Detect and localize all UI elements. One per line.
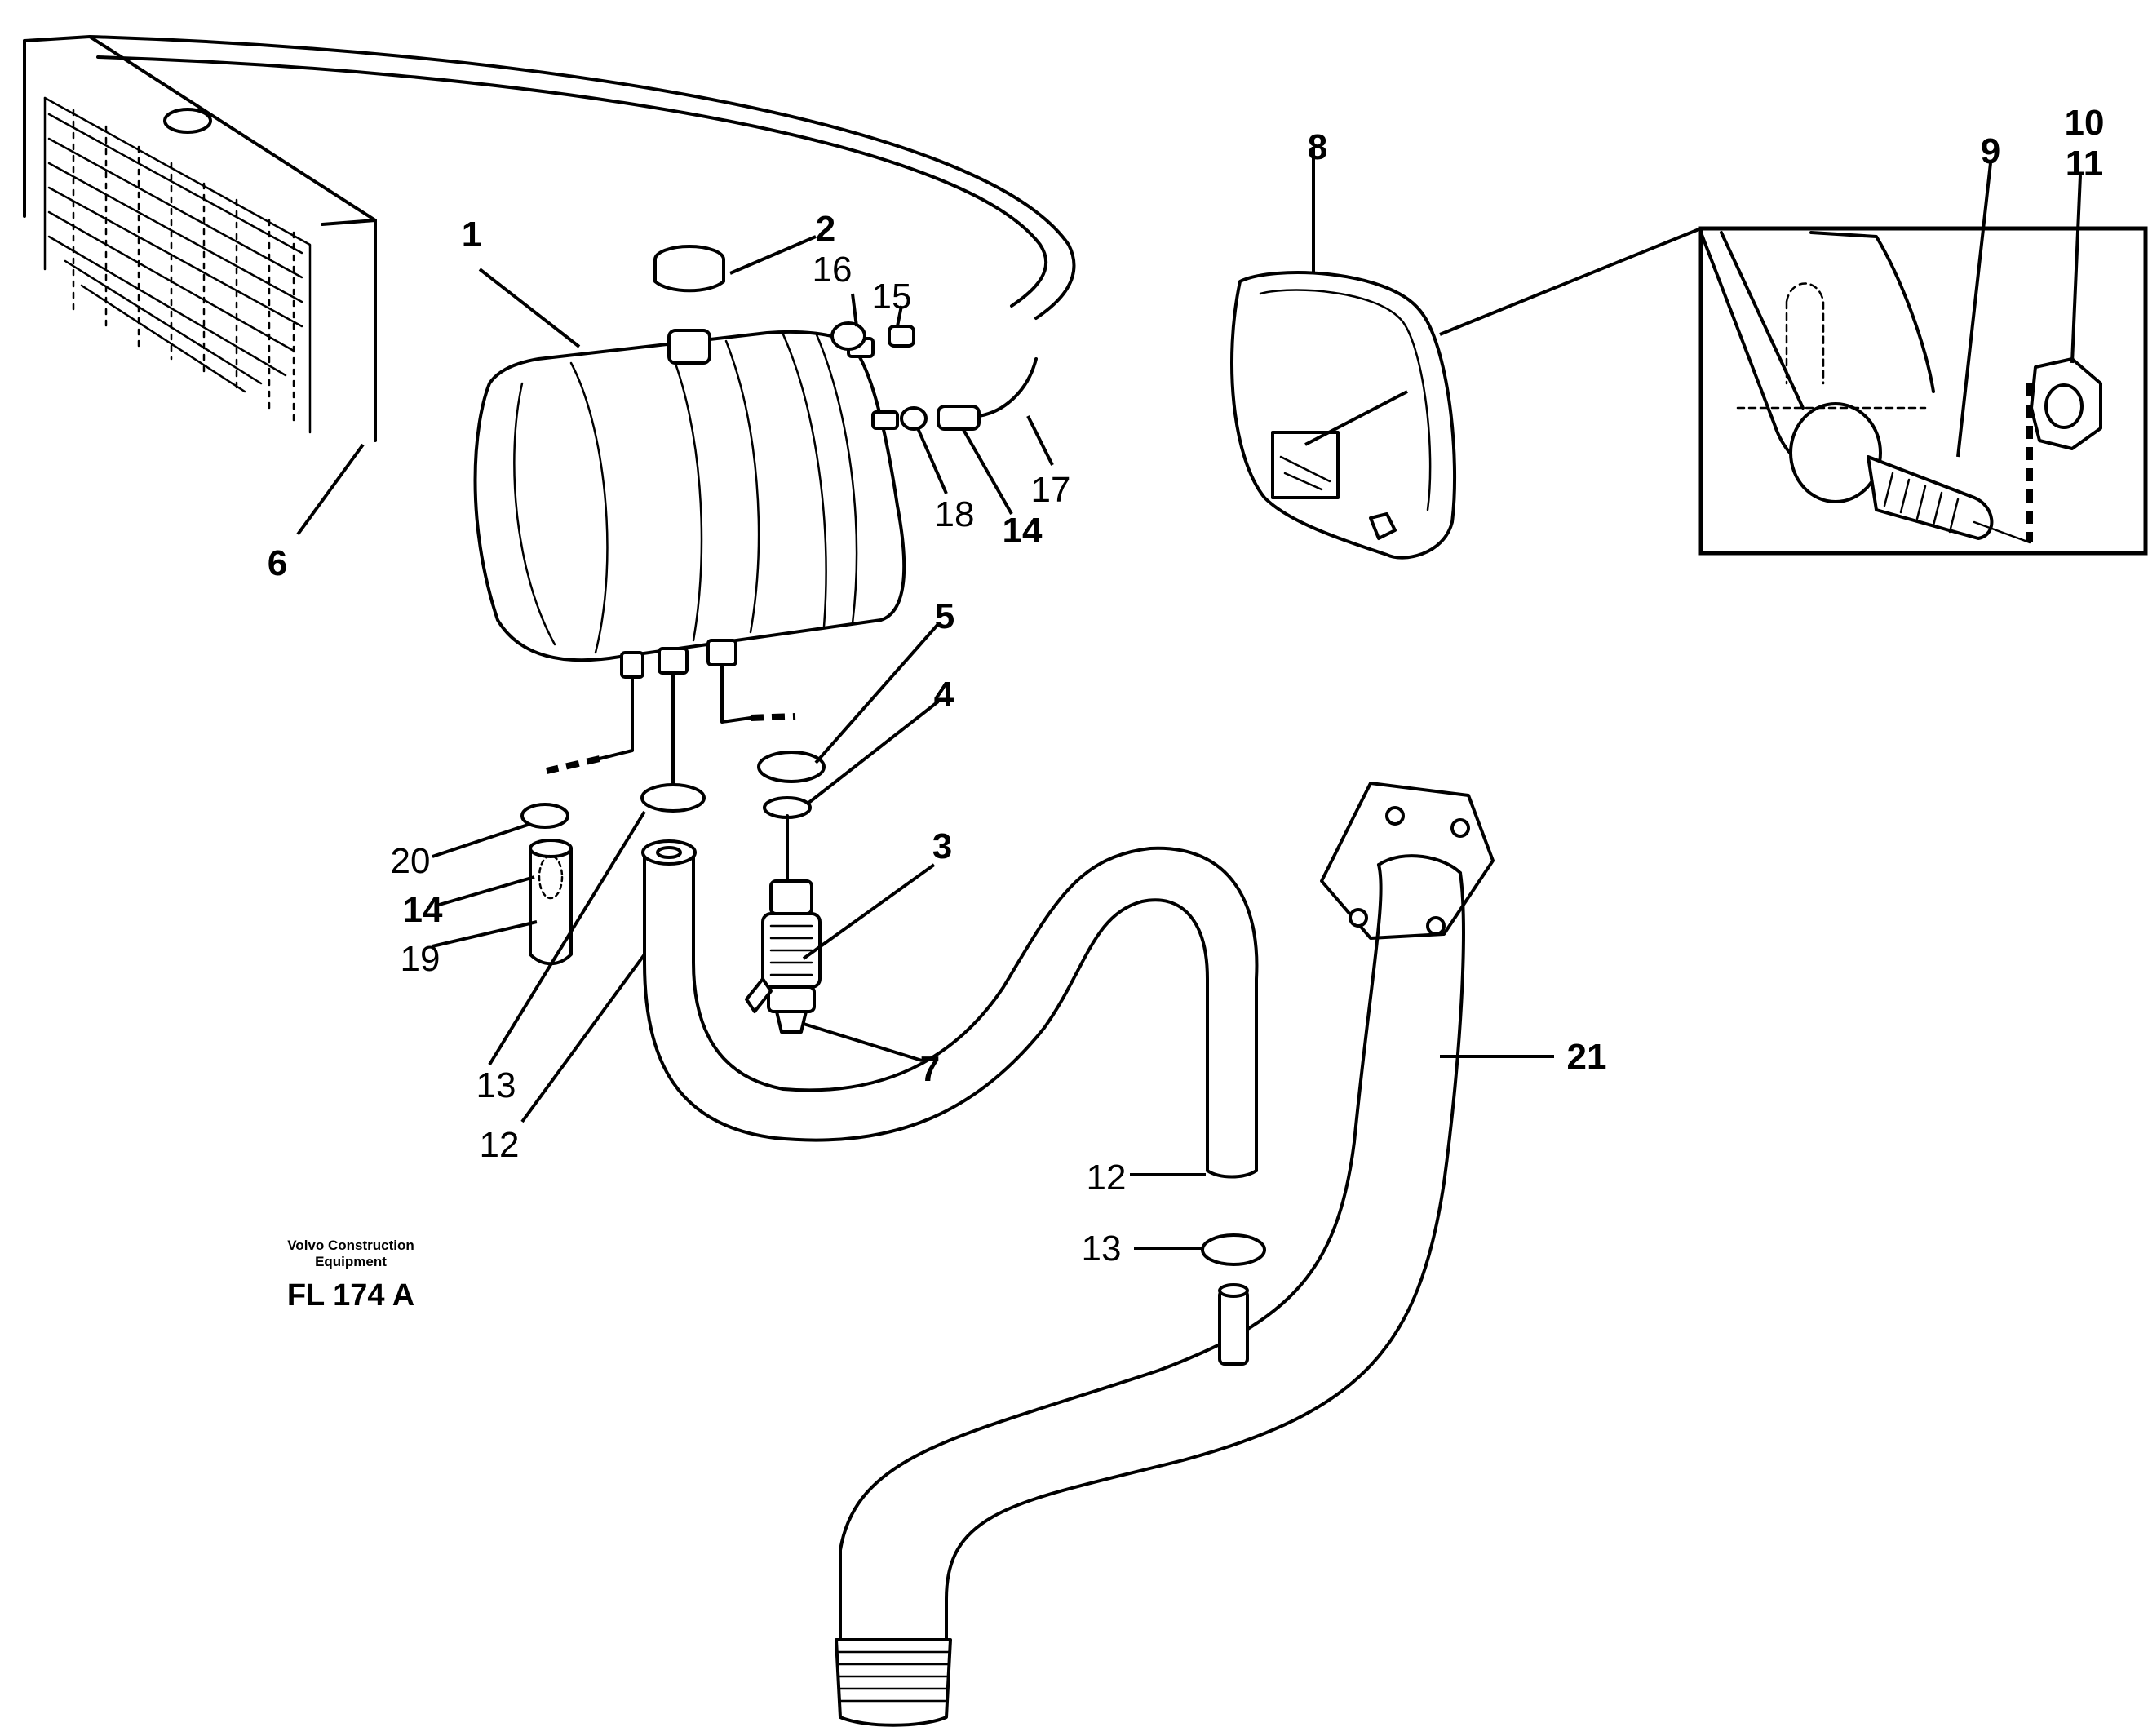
callout-3: 3 — [932, 826, 952, 866]
callout-18: 18 — [935, 494, 975, 534]
callout-9: 9 — [1981, 131, 2000, 171]
callout-13-lower: 13 — [1082, 1229, 1122, 1269]
pipe-spigot — [1218, 1289, 1249, 1366]
detail-box-small — [1271, 431, 1340, 499]
callout-10: 10 — [2065, 103, 2105, 143]
callout-14-upper: 14 — [1003, 511, 1043, 551]
stud-9 — [1867, 455, 1994, 540]
callout-19: 19 — [401, 939, 441, 979]
clip-13-lower — [1201, 1233, 1266, 1266]
pipe-corrugated-end — [835, 1638, 952, 1727]
nut-10-11 — [2030, 357, 2102, 450]
grille-mesh — [47, 108, 303, 426]
callout-15: 15 — [872, 277, 912, 317]
clip-13-upper — [640, 783, 706, 813]
clip-18 — [900, 406, 928, 431]
callout-14-lower: 14 — [403, 890, 443, 930]
callout-17: 17 — [1031, 470, 1071, 510]
nozzle-bracket-8 — [1230, 271, 1456, 560]
hose-12-long — [641, 839, 1259, 1179]
leader-lines — [296, 147, 2082, 1250]
callout-1: 1 — [462, 215, 481, 255]
callout-13-upper: 13 — [476, 1065, 516, 1105]
nipple-15 — [888, 325, 915, 348]
filler-neck — [667, 329, 711, 365]
clip-16 — [830, 321, 866, 351]
reservoir-cap — [653, 245, 725, 293]
hose-clips-upper — [830, 321, 1038, 431]
pump-outlet-7 — [775, 1010, 808, 1034]
footer: Volvo Construction Equipment FL 174 A — [287, 1238, 414, 1313]
callouts: 1 2 3 4 5 6 7 8 9 10 11 12 12 13 13 14 1… — [268, 103, 2105, 1269]
footer-code: FL 174 A — [287, 1278, 414, 1313]
hose-14-upper — [937, 405, 981, 431]
radiator-grille — [23, 35, 1076, 442]
callout-8: 8 — [1308, 127, 1327, 167]
callout-21: 21 — [1567, 1037, 1607, 1077]
pipe-flange — [1320, 782, 1495, 940]
callout-16: 16 — [813, 250, 853, 290]
callout-4: 4 — [934, 675, 954, 715]
grille-cap — [163, 108, 212, 134]
small-hose-assembly — [520, 803, 573, 966]
callout-7: 7 — [920, 1049, 940, 1089]
hose-19 — [529, 847, 573, 966]
callout-20: 20 — [391, 841, 431, 881]
callout-6: 6 — [268, 543, 287, 583]
washer-reservoir — [473, 329, 906, 679]
washer-pump — [745, 751, 826, 1034]
pipe-21 — [835, 782, 1495, 1727]
clip-20 — [520, 803, 569, 829]
callout-12-upper: 12 — [480, 1125, 520, 1165]
callout-2: 2 — [816, 209, 835, 249]
clip-5 — [757, 751, 826, 783]
tank-outlet-links — [546, 663, 796, 785]
callout-12-lower: 12 — [1087, 1158, 1127, 1198]
callout-11: 11 — [2066, 144, 2104, 184]
detail-box — [1439, 226, 2148, 556]
footer-company: Volvo Construction — [287, 1238, 414, 1253]
footer-company-line2: Equipment — [315, 1254, 387, 1269]
callout-5: 5 — [935, 596, 954, 636]
